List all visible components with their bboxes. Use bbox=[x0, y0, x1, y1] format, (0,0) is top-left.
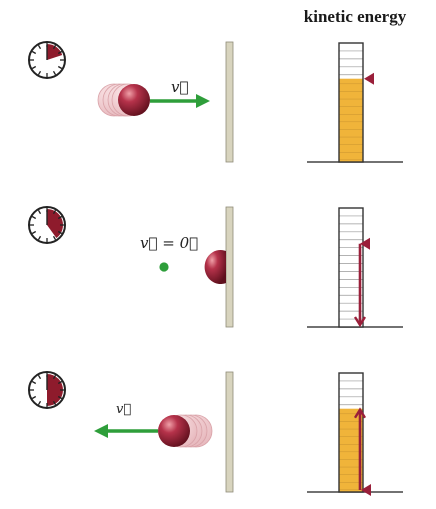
velocity-arrow-head bbox=[94, 424, 108, 438]
clock-elapsed-wedge bbox=[47, 44, 63, 60]
clock-tick bbox=[52, 374, 57, 380]
clock-tick bbox=[52, 44, 57, 50]
velocity-label-bottom: v⃗ bbox=[116, 402, 132, 417]
zero-velocity-dot bbox=[159, 262, 169, 272]
clock-tick bbox=[37, 374, 42, 380]
clock-tick bbox=[52, 235, 57, 241]
clock-tick bbox=[37, 400, 42, 406]
panel-3 bbox=[28, 371, 403, 496]
energy-increase-arrowhead bbox=[353, 407, 367, 419]
velocity-label-zero: v⃗ = 0⃗ bbox=[140, 234, 199, 252]
energy-level-marker bbox=[364, 72, 374, 85]
velocity-arrow-head bbox=[196, 94, 210, 108]
clock-tick bbox=[52, 70, 57, 76]
clock-tick bbox=[52, 400, 57, 406]
clock-tick bbox=[37, 235, 42, 241]
clock-tick bbox=[57, 50, 63, 55]
clock-tick bbox=[57, 215, 63, 220]
velocity-label-top: v⃗ bbox=[171, 78, 189, 96]
energy-ladder-frame bbox=[338, 42, 364, 163]
kinetic-energy-heading: kinetic energy bbox=[303, 7, 407, 26]
panel-2 bbox=[28, 206, 403, 328]
panel-1 bbox=[28, 41, 403, 163]
energy-start-marker bbox=[361, 484, 371, 496]
energy-fill bbox=[339, 78, 363, 162]
clock-elapsed-wedge bbox=[47, 209, 64, 238]
clock-tick bbox=[52, 209, 57, 215]
ball bbox=[118, 84, 150, 116]
energy-decrease-arrowhead bbox=[353, 316, 367, 328]
energy-ladder-frame bbox=[338, 372, 364, 493]
clock-tick bbox=[37, 44, 42, 50]
energy-start-marker bbox=[360, 237, 370, 250]
wall bbox=[225, 41, 234, 163]
wall bbox=[225, 371, 234, 493]
clock-tick bbox=[31, 380, 37, 385]
ball bbox=[158, 415, 190, 447]
energy-ladder-frame bbox=[338, 207, 364, 328]
clock-tick bbox=[57, 395, 63, 400]
clock-tick bbox=[31, 215, 37, 220]
clock-tick bbox=[37, 70, 42, 76]
clock-tick bbox=[31, 65, 37, 70]
clock-tick bbox=[57, 230, 63, 235]
clock-tick bbox=[31, 50, 37, 55]
clock-tick bbox=[31, 230, 37, 235]
ball-compressed bbox=[204, 250, 226, 284]
clock-tick bbox=[57, 65, 63, 70]
clock-tick bbox=[31, 395, 37, 400]
clock-tick bbox=[57, 380, 63, 385]
clock-elapsed-wedge bbox=[47, 374, 63, 406]
wall bbox=[225, 206, 234, 328]
clock-tick bbox=[37, 209, 42, 215]
